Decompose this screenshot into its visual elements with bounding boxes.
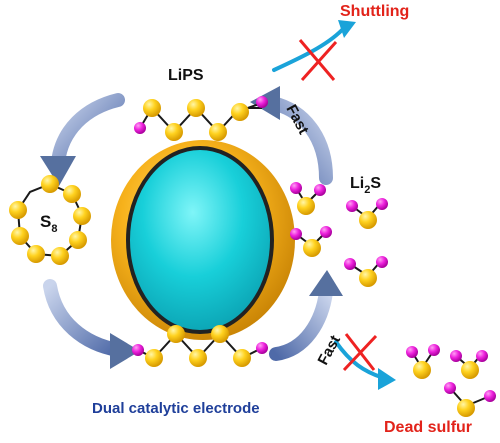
arrow-chain-to-li2s <box>269 270 343 361</box>
lips-label: LiPS <box>168 67 204 84</box>
catalyst-core <box>126 146 274 334</box>
li2s-unit <box>346 198 388 229</box>
dead-sulfur-label: Dead sulfur <box>384 419 472 436</box>
fast-label-bottom: Fast <box>315 333 344 368</box>
li2s-label-end: S <box>370 175 381 192</box>
shuttling-arrow <box>272 20 356 72</box>
li2s-unit <box>290 182 326 215</box>
li2s-label-main: Li <box>350 175 364 192</box>
shuttling-block-cross <box>298 39 338 82</box>
s8-label: S8 <box>40 212 57 235</box>
short-chain-molecule <box>132 325 268 367</box>
dead-sulfur-block-cross <box>342 333 378 372</box>
s8-label-subscript: 8 <box>51 223 57 235</box>
catalyst-particle <box>111 140 295 340</box>
li2s-label: Li2S <box>350 175 381 196</box>
s8-label-main: S <box>40 212 51 231</box>
li2s-unit <box>290 226 332 257</box>
dead-sulfur-molecules <box>406 344 496 417</box>
dead-sulfur-arrow <box>334 340 396 390</box>
arrow-s8-to-chain <box>43 279 140 369</box>
li2s-label-subscript: 2 <box>364 184 370 196</box>
li2s-molecules <box>290 182 388 287</box>
s8-molecule <box>9 175 91 265</box>
li2s-unit <box>344 256 388 287</box>
li2s-unit <box>444 382 496 417</box>
arrow-lips-to-s8 <box>40 93 125 186</box>
shuttling-label: Shuttling <box>340 3 409 20</box>
li2s-unit <box>406 344 440 379</box>
caption: Dual catalytic electrode <box>92 400 260 417</box>
li2s-unit <box>450 350 488 379</box>
lips-molecule <box>134 96 268 141</box>
